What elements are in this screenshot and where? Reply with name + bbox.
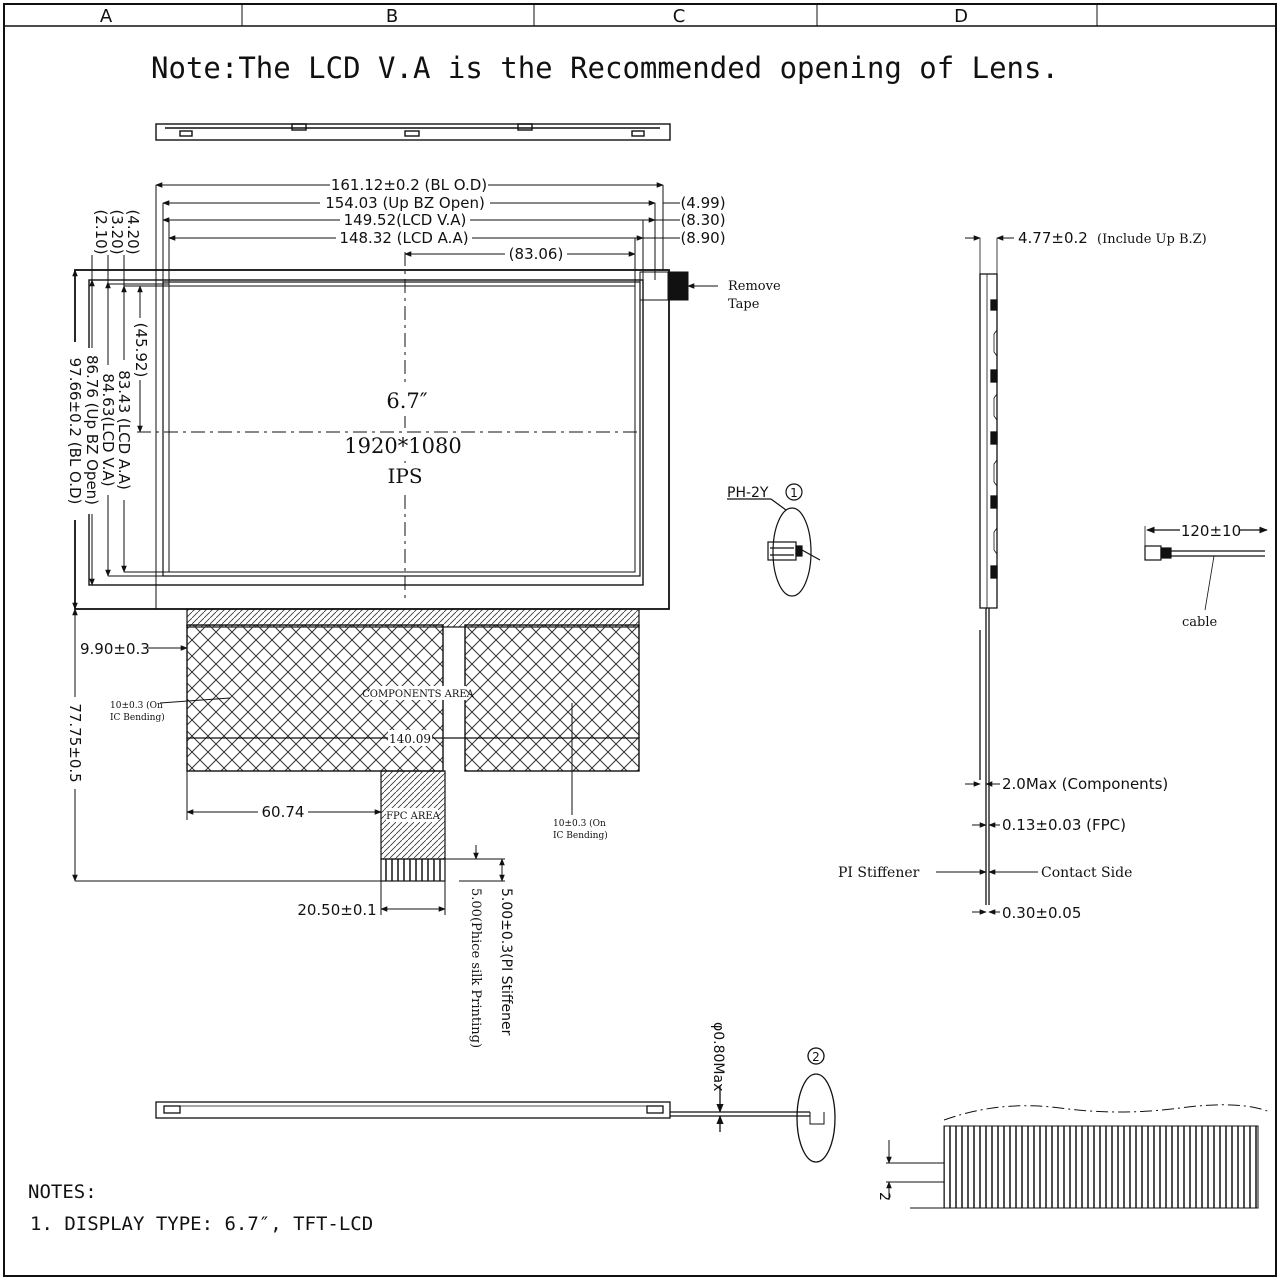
fpc-inner-label: 140.09 xyxy=(389,732,431,746)
side-view xyxy=(979,238,998,905)
top-dimension-labels: 161.12±0.2 (BL O.D) 154.03 (Up BZ Open) … xyxy=(320,176,726,263)
dim-up-bz-open-h: 86.76 (Up BZ Open) xyxy=(83,355,101,505)
fpc-labels: 9.90±0.3 77.75±0.5 10±0.3 (On IC Bending… xyxy=(66,640,608,1048)
left-dimension-labels: (4.20) (3.20) (2.10) (45.92) 83.43 (LCD … xyxy=(66,209,150,520)
pin-detail xyxy=(886,1104,1271,1209)
panel-type: IPS xyxy=(387,464,422,488)
dim-lcd-va-h: 84.63(LCD V.A) xyxy=(99,373,117,486)
dim-up-bz-open: 154.03 (Up BZ Open) xyxy=(325,194,485,212)
connector-labels: PH-2Y 1 xyxy=(727,485,798,501)
dim-fpc-width-left: 60.74 xyxy=(262,803,305,821)
bottom-diameter: φ0.80Max xyxy=(710,1022,726,1091)
side-pi-stiffener: PI Stiffener xyxy=(838,865,920,881)
dim-fpc-offset: 9.90±0.3 xyxy=(80,640,150,658)
components-area-label: COMPONENTS AREA xyxy=(362,689,475,700)
bending-right-line1: 10±0.3 (On xyxy=(553,818,606,829)
dim-lcd-va: 149.52(LCD V.A) xyxy=(344,211,467,229)
dim-bl-od-h: 97.66±0.2 (BL O.D) xyxy=(66,358,84,505)
dim-top-2: (3.20) xyxy=(108,209,126,254)
bending-right-line2: IC Bending) xyxy=(553,830,608,841)
detail-circle-2-label: 2 xyxy=(812,1050,820,1064)
cable-label: cable xyxy=(1182,615,1218,630)
fpc-area-label: FPC AREA xyxy=(386,811,441,822)
side-components-max: 2.0Max (Components) xyxy=(1002,775,1168,793)
cable-labels: 120±10 cable xyxy=(1180,521,1241,630)
bottom-view-labels: φ0.80Max 2 xyxy=(710,1022,820,1091)
connector-type-label: PH-2Y xyxy=(727,485,769,501)
cable-length: 120±10 xyxy=(1181,522,1241,540)
grid-col-d: D xyxy=(954,6,968,27)
detail-circle-1-label: 1 xyxy=(790,486,798,500)
side-thickness-note: (Include Up B.Z) xyxy=(1097,232,1207,247)
notes-line-1: 1. DISPLAY TYPE: 6.7″, TFT-LCD xyxy=(30,1213,373,1235)
side-view-labels: 4.77±0.2 (Include Up B.Z) 2.0Max (Compon… xyxy=(838,229,1207,922)
grid-col-a: A xyxy=(100,6,113,27)
connector-detail-1 xyxy=(727,483,821,597)
grid-labels: A B C D xyxy=(100,6,968,27)
notes: NOTES: 1. DISPLAY TYPE: 6.7″, TFT-LCD xyxy=(28,1181,373,1235)
dim-center-offset: (83.06) xyxy=(509,245,564,263)
dim-bl-od: 161.12±0.2 (BL O.D) xyxy=(331,176,487,194)
front-view-outline xyxy=(74,185,689,610)
title-note: Note:The LCD V.A is the Recommended open… xyxy=(151,51,1059,85)
grid-col-c: C xyxy=(673,6,686,27)
panel-center-text: 6.7″ 1920*1080 IPS xyxy=(344,386,465,490)
panel-size: 6.7″ xyxy=(386,389,427,413)
notes-header: NOTES: xyxy=(28,1181,97,1203)
side-thickness: 4.77±0.2 xyxy=(1018,229,1088,247)
dim-silk-printing: 5.00(Phice silk Printing) xyxy=(468,888,483,1048)
remove-tape-callout: Remove Tape xyxy=(687,279,781,312)
dim-right-3: (8.90) xyxy=(680,229,725,247)
dim-right-2: (8.30) xyxy=(680,211,725,229)
bending-left-line1: 10±0.3 (On xyxy=(110,700,163,711)
bending-left-line2: IC Bending) xyxy=(110,712,165,723)
dim-fpc-total-height: 77.75±0.5 xyxy=(66,703,84,782)
dim-lcd-aa-h: 83.43 (LCD A.A) xyxy=(115,370,133,490)
side-stiffener-thickness: 0.30±0.05 xyxy=(1002,904,1081,922)
tape-label-remove: Remove xyxy=(728,279,781,294)
grid-col-b: B xyxy=(386,6,398,27)
dim-top-1: (4.20) xyxy=(124,209,142,254)
tape-label-tape: Tape xyxy=(728,297,760,312)
top-view-strip xyxy=(155,123,671,141)
panel-resolution: 1920*1080 xyxy=(344,434,461,458)
side-view-dimensions xyxy=(936,235,1038,915)
dim-pi-stiffener: 5.00±0.3(PI Stiffener xyxy=(498,888,514,1036)
bottom-view xyxy=(155,1047,836,1163)
dim-top-3: (2.10) xyxy=(92,209,110,254)
dim-tail-width: 20.50±0.1 xyxy=(297,901,376,919)
sheet-frame xyxy=(3,3,1277,1277)
side-fpc-thickness: 0.13±0.03 (FPC) xyxy=(1002,816,1126,834)
detail-pitch: 2 xyxy=(876,1192,892,1201)
side-contact-side: Contact Side xyxy=(1041,865,1132,881)
dim-lcd-aa: 148.32 (LCD A.A) xyxy=(339,229,468,247)
dim-right-1: (4.99) xyxy=(680,194,725,212)
dim-center-v: (45.92) xyxy=(132,323,150,378)
